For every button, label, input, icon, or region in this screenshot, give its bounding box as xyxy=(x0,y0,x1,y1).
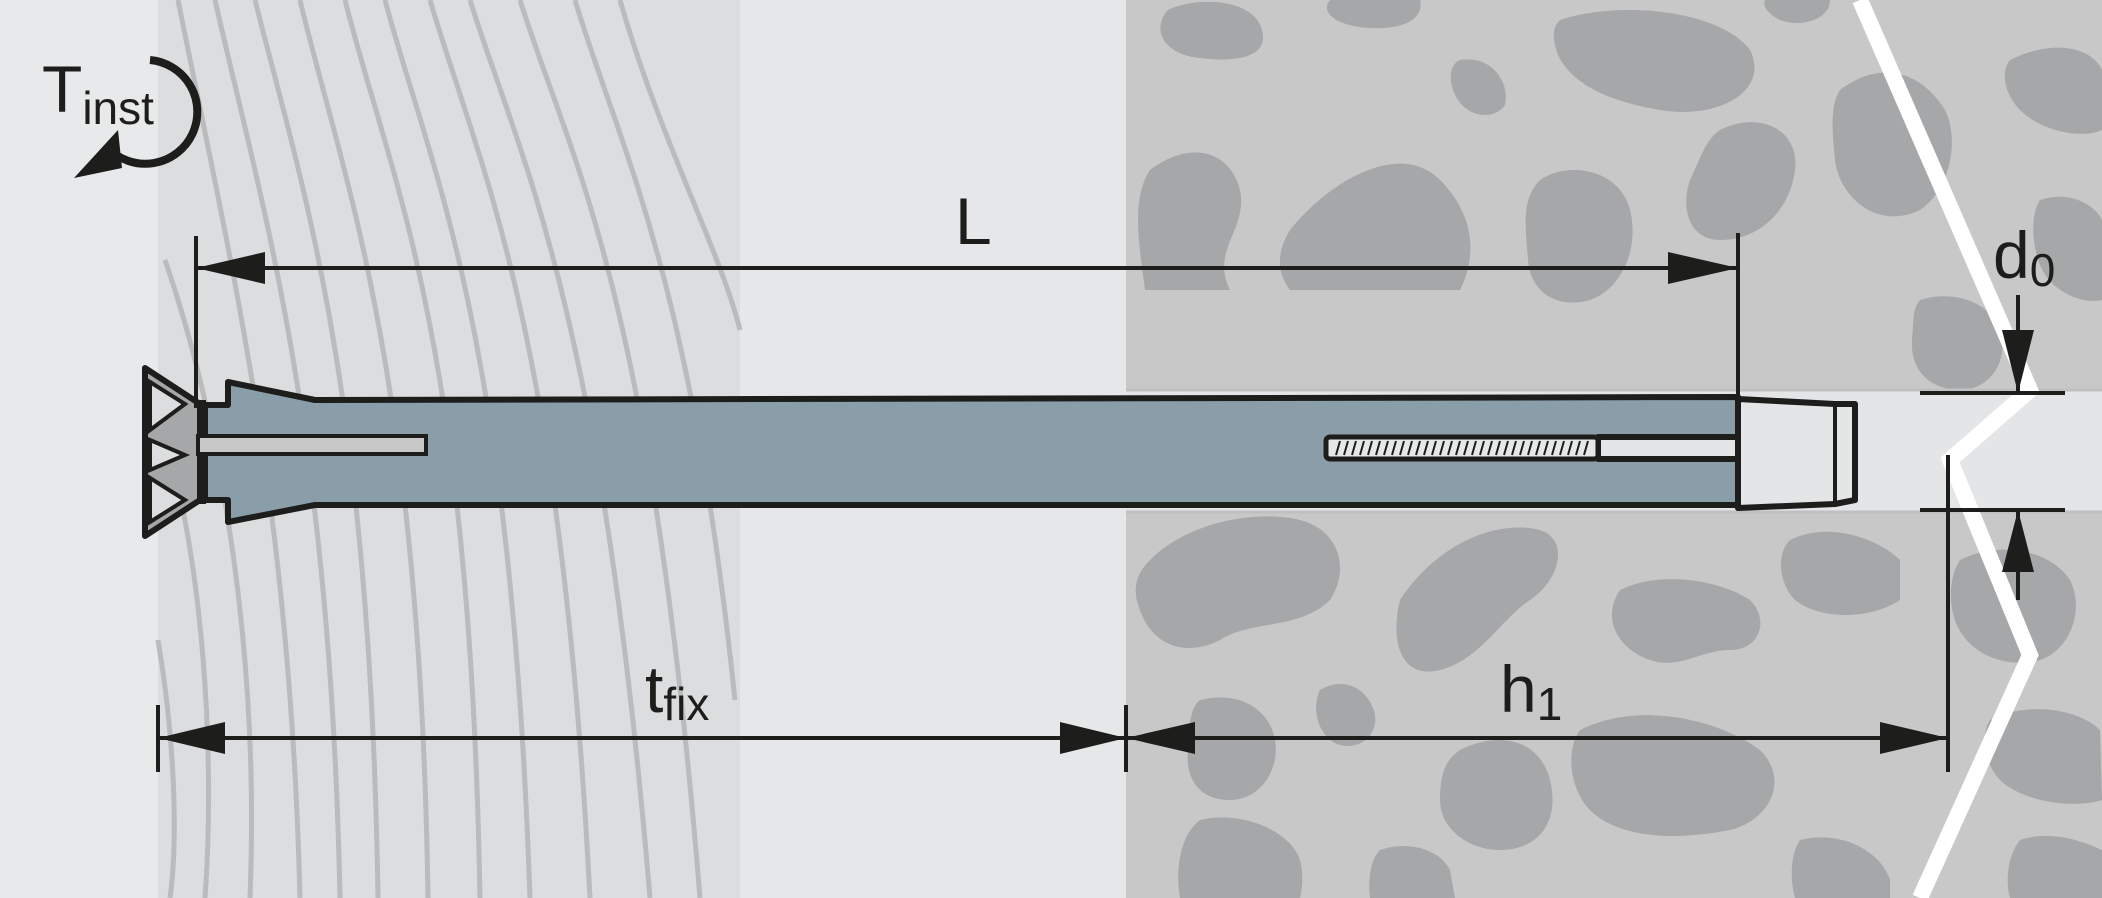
torque-symbol xyxy=(74,56,202,178)
left-margin-panel xyxy=(0,0,158,898)
dimension-tfix xyxy=(156,705,1128,772)
torque-label: Tinst xyxy=(42,52,154,134)
fixture-thickness-subscript: fix xyxy=(663,678,709,730)
length-label: L xyxy=(955,184,992,258)
wood-grain xyxy=(155,0,743,898)
dimension-l xyxy=(194,233,1740,408)
dimension-h1 xyxy=(1126,455,1950,772)
drill-diameter-label: d0 xyxy=(1993,218,2055,296)
hole-depth-label: h1 xyxy=(1500,652,1562,730)
concrete-aggregate xyxy=(1135,0,2102,898)
screw-thread xyxy=(1323,434,1601,462)
torque-subscript: inst xyxy=(82,82,154,134)
dimension-d0 xyxy=(1920,295,2065,600)
hole-depth-subscript: 1 xyxy=(1537,678,1563,730)
drill-diameter-subscript: 0 xyxy=(2030,244,2056,296)
screw-shank xyxy=(196,434,428,456)
fixture-thickness-label: tfix xyxy=(645,652,709,730)
thread-hatching xyxy=(1335,440,1589,456)
expansion-cone xyxy=(1735,396,1858,511)
